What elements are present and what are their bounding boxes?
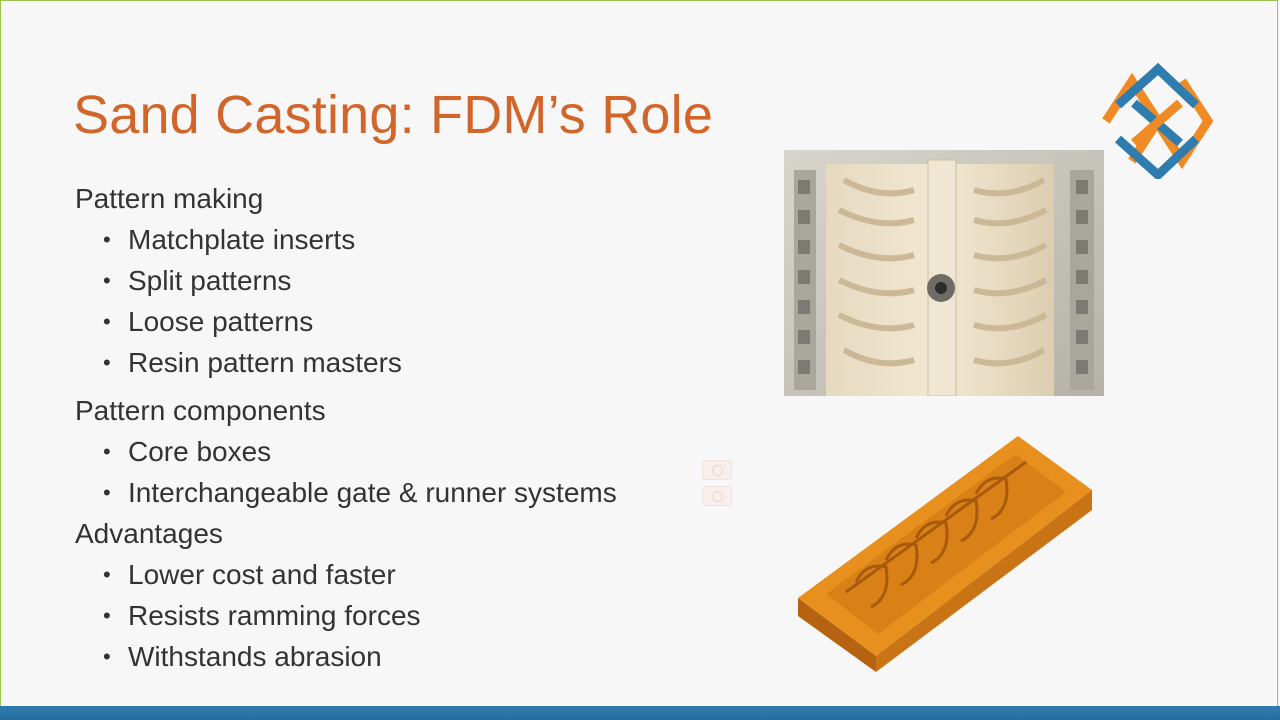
pattern-plate-3d-render	[798, 436, 1092, 672]
bullet-dot: •	[103, 309, 111, 334]
bullet-dot: •	[103, 350, 111, 375]
bullet-item: • Withstands abrasion	[75, 636, 755, 677]
bullet-dot: •	[103, 562, 111, 587]
bullet-dot: •	[103, 644, 111, 669]
matchplate-pattern-photo	[784, 150, 1104, 396]
bullet-item: • Interchangeable gate & runner systems	[75, 472, 755, 513]
image-placeholder-icon	[702, 486, 732, 506]
stratasys-logo-icon	[1102, 63, 1214, 179]
bullet-text: Lower cost and faster	[128, 559, 396, 590]
bullet-item: • Matchplate inserts	[75, 219, 755, 260]
bullet-list: • Lower cost and faster • Resists ramming …	[75, 554, 755, 677]
image-placeholder-icon	[702, 460, 732, 480]
slide-title: Sand Casting: FDM’s Role	[73, 85, 714, 145]
bullet-item: • Loose patterns	[75, 301, 755, 342]
bullet-dot: •	[103, 439, 111, 464]
bullet-text: Matchplate inserts	[128, 224, 356, 255]
footer-bar	[0, 706, 1280, 720]
bullet-item: • Lower cost and faster	[75, 554, 755, 595]
bullet-dot: •	[103, 480, 111, 505]
bullet-dot: •	[103, 227, 111, 252]
section-heading-pattern-components: Pattern components	[75, 395, 326, 426]
bullet-dot: •	[103, 268, 111, 293]
bullet-item: • Core boxes	[75, 431, 755, 472]
section-heading-pattern-making: Pattern making	[75, 183, 264, 214]
section-heading-advantages: Advantages	[75, 518, 223, 549]
bullet-text: Split patterns	[128, 265, 292, 296]
bullet-text: Core boxes	[128, 436, 272, 467]
bullet-text: Resists ramming forces	[128, 600, 421, 631]
bullet-item: • Resin pattern masters	[75, 342, 755, 383]
bullet-list: • Matchplate inserts • Split patterns • Loo…	[75, 219, 755, 383]
bullet-text: Resin pattern masters	[128, 347, 402, 378]
slide-content: Pattern making • Matchplate inserts • Spli…	[75, 178, 755, 677]
bullet-text: Interchangeable gate & runner systems	[128, 477, 617, 508]
bullet-list: • Core boxes • Interchangeable gate & runn…	[75, 431, 755, 513]
bullet-text: Withstands abrasion	[128, 641, 382, 672]
bullet-item: • Resists ramming forces	[75, 595, 755, 636]
bullet-item: • Split patterns	[75, 260, 755, 301]
bullet-dot: •	[103, 603, 111, 628]
bullet-text: Loose patterns	[128, 306, 314, 337]
